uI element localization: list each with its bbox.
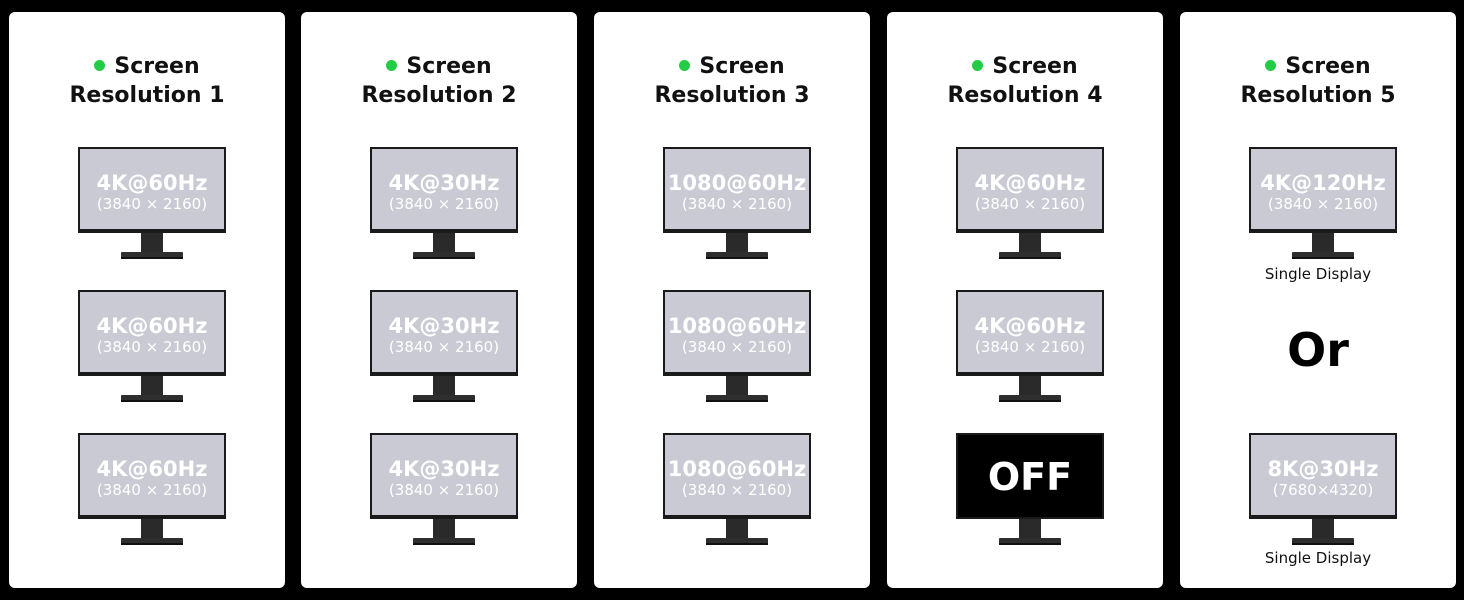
panel-title: Screen Resolution 1 xyxy=(9,52,285,110)
monitor-pixels: (3840 × 2160) xyxy=(681,338,793,356)
monitor-icon: 4K@60Hz (3840 × 2160) xyxy=(78,290,226,403)
monitor-resolution: 4K@60Hz xyxy=(96,171,208,195)
monitor-icon: 4K@30Hz (3840 × 2160) xyxy=(370,433,518,546)
single-display-note: Single Display xyxy=(1264,549,1372,567)
monitor-screen-off: OFF xyxy=(956,433,1104,519)
panel-title-line1: Screen xyxy=(992,54,1078,79)
resolution-panel-5: Screen Resolution 5 4K@120Hz (3840 × 216… xyxy=(1180,12,1456,588)
off-label: OFF xyxy=(987,455,1073,499)
monitor-icon: 4K@120Hz (3840 × 2160) xyxy=(1249,147,1397,260)
monitor-screen: 8K@30Hz (7680×4320) xyxy=(1249,433,1397,519)
panel-title-line1: Screen xyxy=(1285,54,1371,79)
panel-title: Screen Resolution 4 xyxy=(887,52,1163,110)
resolution-panel-2: Screen Resolution 2 4K@30Hz (3840 × 2160… xyxy=(301,12,577,588)
monitor-pixels: (3840 × 2160) xyxy=(96,195,208,213)
panel-title-line2: Resolution 4 xyxy=(947,83,1103,108)
monitor-pixels: (3840 × 2160) xyxy=(96,481,208,499)
monitor-resolution: 4K@30Hz xyxy=(388,314,500,338)
monitor-icon: 4K@60Hz (3840 × 2160) xyxy=(956,147,1104,260)
green-dot-icon xyxy=(1265,60,1277,71)
monitor-resolution: 4K@30Hz xyxy=(388,457,500,481)
monitor-resolution: 4K@60Hz xyxy=(974,171,1086,195)
monitor-screen: 4K@60Hz (3840 × 2160) xyxy=(78,290,226,376)
panel-title-line2: Resolution 2 xyxy=(361,83,517,108)
green-dot-icon xyxy=(386,60,398,71)
monitor-resolution: 1080@60Hz xyxy=(667,171,807,195)
monitor-screen: 4K@60Hz (3840 × 2160) xyxy=(956,147,1104,233)
monitor-pixels: (3840 × 2160) xyxy=(388,481,500,499)
green-dot-icon xyxy=(679,60,691,71)
monitor-screen: 4K@60Hz (3840 × 2160) xyxy=(78,147,226,233)
panel-title-line2: Resolution 1 xyxy=(69,83,225,108)
monitor-pixels: (3840 × 2160) xyxy=(388,338,500,356)
monitor-off-icon: OFF xyxy=(956,433,1104,546)
monitor-resolution: 4K@120Hz xyxy=(1260,171,1386,195)
monitor-icon: 4K@60Hz (3840 × 2160) xyxy=(78,147,226,260)
resolution-panel-4: Screen Resolution 4 4K@60Hz (3840 × 2160… xyxy=(887,12,1163,588)
monitor-resolution: 4K@60Hz xyxy=(96,314,208,338)
monitor-resolution: 4K@30Hz xyxy=(388,171,500,195)
panel-title-line1: Screen xyxy=(406,54,492,79)
monitor-screen: 4K@30Hz (3840 × 2160) xyxy=(370,147,518,233)
monitor-pixels: (3840 × 2160) xyxy=(681,481,793,499)
monitor-pixels: (3840 × 2160) xyxy=(681,195,793,213)
monitor-resolution: 8K@30Hz xyxy=(1267,457,1379,481)
monitor-resolution: 4K@60Hz xyxy=(96,457,208,481)
panel-title: Screen Resolution 5 xyxy=(1180,52,1456,110)
monitor-icon: 4K@30Hz (3840 × 2160) xyxy=(370,147,518,260)
monitor-screen: 1080@60Hz (3840 × 2160) xyxy=(663,290,811,376)
monitor-icon: 4K@30Hz (3840 × 2160) xyxy=(370,290,518,403)
single-display-note: Single Display xyxy=(1264,265,1372,283)
monitor-screen: 4K@30Hz (3840 × 2160) xyxy=(370,290,518,376)
panel-title-line1: Screen xyxy=(699,54,785,79)
resolution-panel-1: Screen Resolution 1 4K@60Hz (3840 × 2160… xyxy=(9,12,285,588)
green-dot-icon xyxy=(972,60,984,71)
monitor-screen: 4K@60Hz (3840 × 2160) xyxy=(956,290,1104,376)
monitor-icon: 1080@60Hz (3840 × 2160) xyxy=(663,433,811,546)
panel-title: Screen Resolution 2 xyxy=(301,52,577,110)
monitor-screen: 1080@60Hz (3840 × 2160) xyxy=(663,147,811,233)
panel-title-line2: Resolution 3 xyxy=(654,83,810,108)
monitor-resolution: 4K@60Hz xyxy=(974,314,1086,338)
panel-title-line1: Screen xyxy=(114,54,200,79)
panel-title-line2: Resolution 5 xyxy=(1240,83,1396,108)
monitor-screen: 4K@120Hz (3840 × 2160) xyxy=(1249,147,1397,233)
monitor-icon: 4K@60Hz (3840 × 2160) xyxy=(956,290,1104,403)
monitor-icon: 1080@60Hz (3840 × 2160) xyxy=(663,290,811,403)
monitor-resolution: 1080@60Hz xyxy=(667,457,807,481)
monitor-pixels: (3840 × 2160) xyxy=(974,338,1086,356)
monitor-screen: 4K@60Hz (3840 × 2160) xyxy=(78,433,226,519)
or-separator: Or xyxy=(1287,323,1349,377)
monitor-pixels: (3840 × 2160) xyxy=(388,195,500,213)
monitor-screen: 1080@60Hz (3840 × 2160) xyxy=(663,433,811,519)
monitor-icon: 4K@60Hz (3840 × 2160) xyxy=(78,433,226,546)
monitor-pixels: (3840 × 2160) xyxy=(1267,195,1379,213)
panel-title: Screen Resolution 3 xyxy=(594,52,870,110)
monitor-pixels: (7680×4320) xyxy=(1272,481,1374,499)
monitor-icon: 1080@60Hz (3840 × 2160) xyxy=(663,147,811,260)
monitor-icon: 8K@30Hz (7680×4320) xyxy=(1249,433,1397,546)
monitor-screen: 4K@30Hz (3840 × 2160) xyxy=(370,433,518,519)
monitor-pixels: (3840 × 2160) xyxy=(96,338,208,356)
monitor-resolution: 1080@60Hz xyxy=(667,314,807,338)
resolution-panel-3: Screen Resolution 3 1080@60Hz (3840 × 21… xyxy=(594,12,870,588)
monitor-pixels: (3840 × 2160) xyxy=(974,195,1086,213)
green-dot-icon xyxy=(94,60,106,71)
